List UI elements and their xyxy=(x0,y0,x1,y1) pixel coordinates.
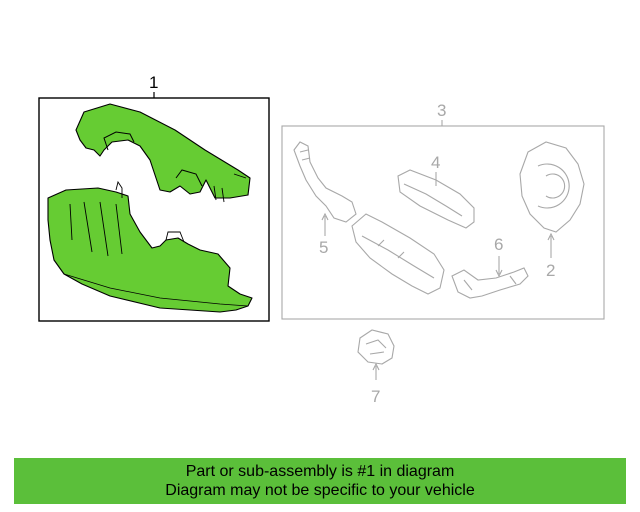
callout-5-label: 5 xyxy=(319,238,328,257)
lower-shroud xyxy=(47,187,253,313)
switch-module-4-detail xyxy=(403,183,463,217)
clock-spring xyxy=(519,141,585,233)
part-1-group[interactable]: 1 xyxy=(38,73,270,322)
callout-7-label: 7 xyxy=(371,387,380,406)
callout-6-label: 6 xyxy=(494,235,503,254)
callout-1-label: 1 xyxy=(149,73,158,92)
lower-shroud-clip xyxy=(115,180,123,198)
callout-2-arrow xyxy=(547,232,555,241)
lower-shroud-boss xyxy=(165,231,185,243)
callout-6-arrow xyxy=(495,269,503,278)
upper-shroud-slot xyxy=(175,169,203,187)
combination-switch-housing xyxy=(351,213,445,295)
callout-3-label: 3 xyxy=(437,101,446,120)
switch-module-4 xyxy=(397,169,475,229)
banner-line-1: Part or sub-assembly is #1 in diagram xyxy=(185,463,455,480)
upper-shroud-detail xyxy=(103,131,135,151)
part-7-group[interactable]: 7 xyxy=(357,329,395,406)
lower-shroud-ribs xyxy=(69,201,123,257)
housing-detail xyxy=(361,235,435,279)
clock-spring-ring xyxy=(537,163,570,209)
housing-clips xyxy=(377,239,405,259)
callout-2-label: 2 xyxy=(546,261,555,280)
turn-signal-switch xyxy=(293,141,357,223)
ignition-switch-detail xyxy=(365,339,387,355)
lower-shroud-edge xyxy=(63,273,249,307)
turn-signal-switch-detail xyxy=(299,149,311,161)
upper-shroud-tabs xyxy=(213,173,247,203)
part-3-frame xyxy=(281,125,605,320)
banner-line-2: Diagram may not be specific to your vehi… xyxy=(165,482,475,499)
upper-shroud xyxy=(75,103,251,199)
wiper-switch-detail xyxy=(463,275,517,291)
info-banner: Part or sub-assembly is #1 in diagram Di… xyxy=(14,458,626,504)
callout-4-label: 4 xyxy=(431,153,440,172)
clock-spring-hub xyxy=(545,173,566,199)
callout-7-arrow xyxy=(372,362,380,371)
callout-5-arrow xyxy=(321,212,329,221)
ignition-switch xyxy=(357,329,395,365)
wiper-switch xyxy=(451,267,529,299)
part-1-frame xyxy=(38,97,270,322)
part-3-group[interactable]: 3 5 4 6 2 xyxy=(281,101,605,320)
